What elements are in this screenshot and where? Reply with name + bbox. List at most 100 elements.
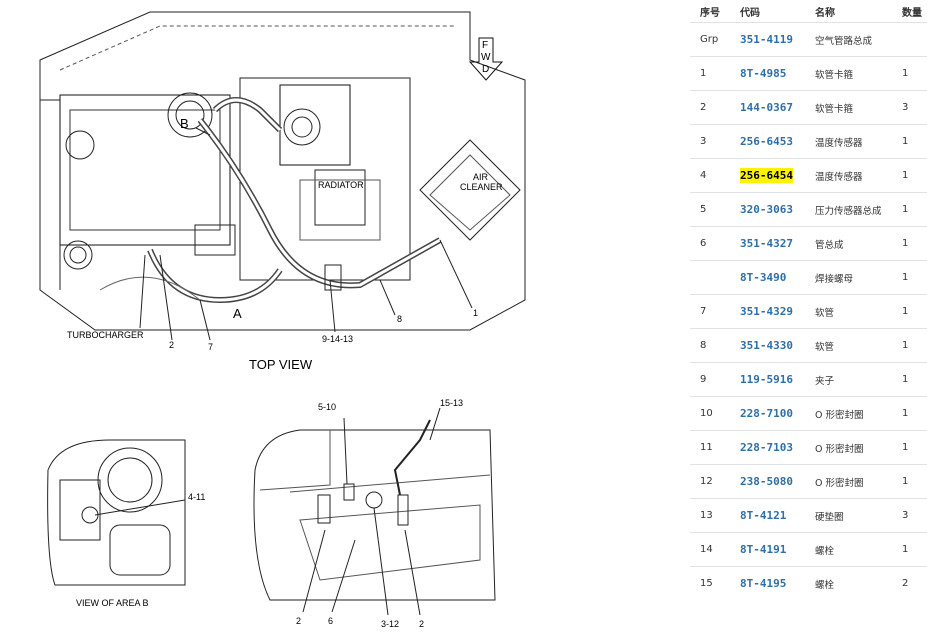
part-code-link[interactable]: 256-6453 [730, 124, 805, 159]
callout-9-14-13: 9-14-13 [322, 334, 353, 344]
part-code-link[interactable]: 256-6454 [730, 158, 805, 193]
part-code-link[interactable]: 8T-4985 [730, 56, 805, 91]
row-seq: 15 [690, 566, 730, 600]
part-code[interactable]: 228-7103 [740, 441, 793, 454]
part-code[interactable]: 351-4329 [740, 305, 793, 318]
part-code-link[interactable]: 351-4329 [730, 294, 805, 329]
part-code[interactable]: 8T-4121 [740, 509, 787, 522]
row-seq: 12 [690, 464, 730, 499]
row-name: 压力传感器总成 [804, 192, 897, 227]
row-qty: 3 [896, 498, 927, 533]
row-qty: 1 [896, 124, 927, 159]
row-qty: 1 [896, 430, 927, 465]
part-code-link[interactable]: 238-5080 [730, 464, 805, 499]
header-name: 名称 [814, 7, 835, 19]
parts-diagram: F W D B A RADIATOR AIR CLEANER TURBOCHAR… [39, 11, 526, 629]
callout-4-11: 4-11 [188, 492, 205, 502]
label-a: A [233, 306, 242, 321]
part-code[interactable]: 119-5916 [740, 373, 793, 386]
row-qty: 1 [896, 328, 927, 363]
row-name: 螺栓 [804, 532, 897, 567]
row-seq: 9 [690, 362, 730, 397]
part-code[interactable]: 144-0367 [740, 101, 793, 114]
view-area-b-title: VIEW OF AREA B [76, 598, 149, 608]
part-code[interactable]: 238-5080 [740, 475, 793, 488]
row-seq: Grp [690, 22, 730, 57]
row-qty: 1 [896, 56, 927, 91]
part-code[interactable]: 228-7100 [740, 407, 793, 420]
callout-8: 8 [397, 314, 402, 324]
radiator-label: RADIATOR [318, 180, 364, 190]
row-qty: 1 [896, 464, 927, 499]
fwd-label-f: F [482, 40, 488, 51]
row-qty: 1 [896, 226, 927, 261]
row-qty: 1 [896, 396, 927, 431]
row-seq: 11 [690, 430, 730, 465]
row-qty: 1 [896, 294, 927, 329]
top-view-title: TOP VIEW [249, 357, 313, 372]
row-qty: 2 [896, 566, 927, 600]
callout-2: 2 [169, 340, 174, 350]
header-code: 代码 [740, 7, 760, 19]
row-name: O 形密封圈 [804, 430, 897, 465]
callout-7: 7 [208, 342, 213, 352]
row-qty: 1 [896, 192, 927, 227]
part-code-link[interactable]: 351-4119 [730, 22, 805, 57]
part-code-link[interactable]: 351-4327 [730, 226, 805, 261]
row-name: 焊接螺母 [804, 260, 897, 295]
row-name: 空气管路总成 [804, 22, 897, 57]
row-seq: 8 [690, 328, 730, 363]
row-name: 软管卡箍 [804, 90, 897, 125]
part-code-link[interactable]: 351-4330 [730, 328, 805, 363]
part-code[interactable]: 8T-4985 [740, 67, 787, 80]
part-code-link[interactable]: 8T-4195 [730, 566, 805, 600]
row-name: O 形密封圈 [804, 464, 897, 499]
part-code-link[interactable]: 228-7100 [730, 396, 805, 431]
part-code[interactable]: 8T-4195 [740, 577, 787, 590]
row-name: 软管 [804, 294, 897, 329]
row-seq: 5 [690, 192, 730, 227]
part-code[interactable]: 8T-4191 [740, 543, 787, 556]
part-code[interactable]: 351-4330 [740, 339, 793, 352]
part-code[interactable]: 256-6453 [740, 135, 793, 148]
row-seq: 10 [690, 396, 730, 431]
callout-1: 1 [473, 308, 478, 318]
row-name: 硬垫圈 [804, 498, 897, 533]
row-seq: 7 [690, 294, 730, 329]
part-code-link[interactable]: 228-7103 [730, 430, 805, 465]
part-code[interactable]: 256-6454 [740, 168, 793, 183]
part-code[interactable]: 320-3063 [740, 203, 793, 216]
part-code-link[interactable]: 8T-4121 [730, 498, 805, 533]
row-seq: 1 [690, 56, 730, 91]
part-code[interactable]: 351-4119 [740, 33, 793, 46]
part-code-link[interactable]: 119-5916 [730, 362, 805, 397]
table-row: Grp 351-4119 空气管路总成 [690, 22, 927, 57]
part-code[interactable]: 8T-3490 [740, 271, 787, 284]
callout-6: 6 [328, 616, 333, 626]
part-code-link[interactable]: 8T-3490 [730, 260, 805, 295]
part-code[interactable]: 351-4327 [740, 237, 793, 250]
row-seq: 6 [690, 226, 730, 261]
fwd-label-w: W [481, 52, 491, 63]
part-code-link[interactable]: 320-3063 [730, 192, 805, 227]
part-code-link[interactable]: 8T-4191 [730, 532, 805, 567]
exploded-view-drawing: F W D B A RADIATOR AIR CLEANER TURBOCHAR… [39, 11, 526, 629]
row-seq: 3 [690, 124, 730, 159]
part-code-link[interactable]: 144-0367 [730, 90, 805, 125]
row-name: 夹子 [804, 362, 897, 397]
